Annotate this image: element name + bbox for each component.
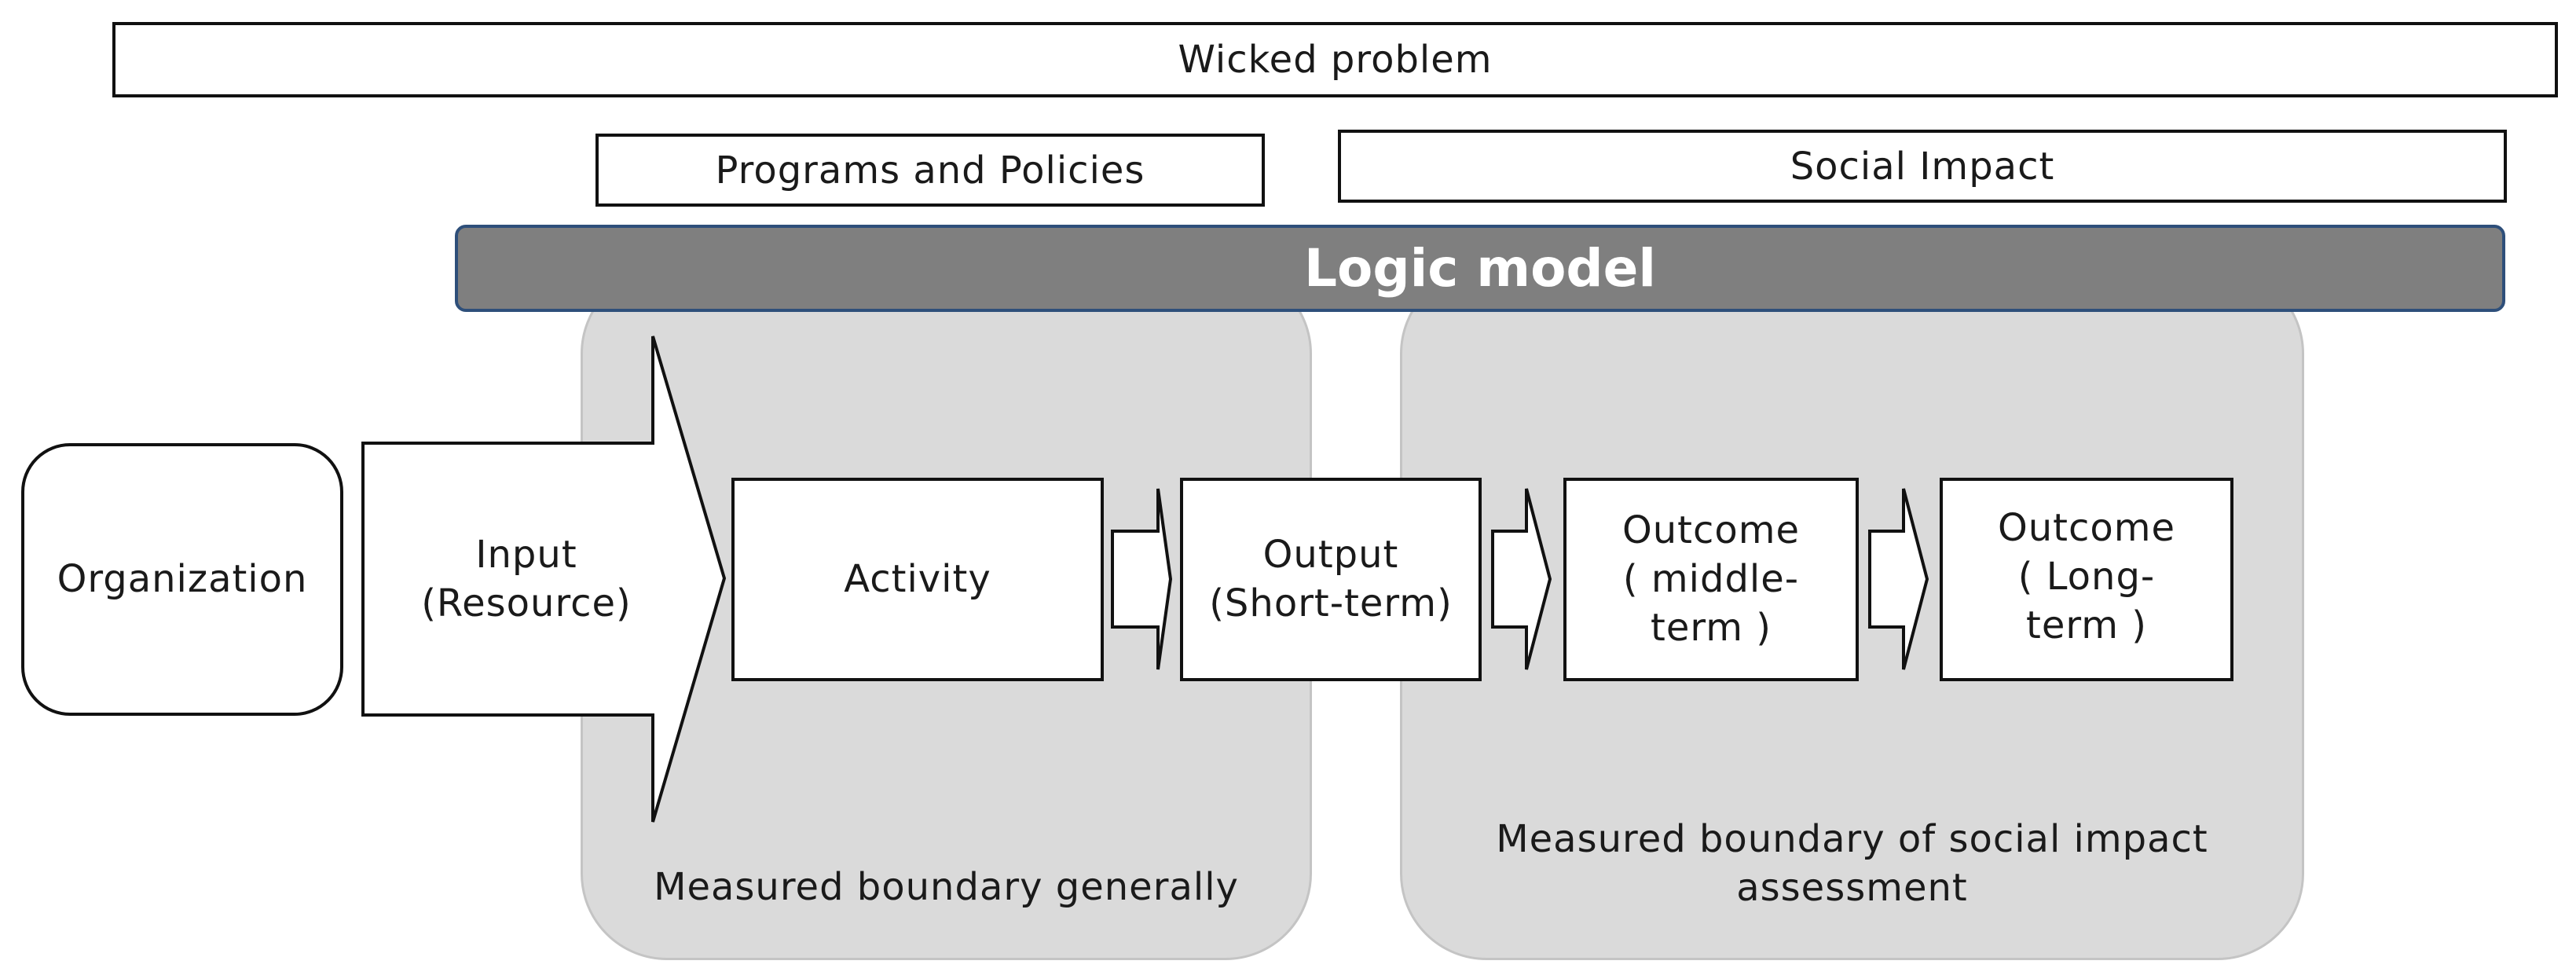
activity-label: Activity	[844, 557, 991, 601]
outcome-long-label-1: Outcome	[1997, 506, 2176, 550]
logic-model-label: Logic model	[1303, 238, 1657, 299]
wicked-problem-box: Wicked problem	[112, 22, 2558, 97]
outcome-middle-label-1: Outcome	[1621, 508, 1801, 552]
measured-boundary-general-label: Measured boundary generally	[654, 865, 1239, 909]
outcome-middle-box-shape	[1563, 478, 1859, 681]
input-label: Input	[475, 533, 577, 577]
outcome-long-box: Outcome ( Long- term )	[1941, 504, 2232, 650]
organization-box: Organization	[23, 555, 342, 603]
measured-boundary-social-impact-label: Measured boundary of social impact asses…	[1496, 817, 2208, 910]
organization-label: Organization	[57, 557, 308, 601]
output-box-shape	[1180, 478, 1482, 681]
outcome-long-label-3: term )	[2026, 603, 2147, 647]
programs-and-policies-label: Programs and Policies	[715, 148, 1145, 192]
outcome-long-box-shape	[1940, 478, 2233, 681]
output-short-term-label: (Short-term)	[1209, 581, 1453, 625]
social-impact-label: Social Impact	[1790, 144, 2055, 189]
organization-box-shape	[21, 443, 343, 716]
outcome-middle-box: Outcome ( middle- term )	[1565, 506, 1857, 652]
social-impact-box: Social Impact	[1338, 130, 2507, 203]
output-box: Output (Short-term)	[1182, 530, 1480, 628]
input-arrow-shape	[361, 336, 727, 823]
programs-and-policies-box: Programs and Policies	[595, 134, 1265, 207]
arrow-activity-to-output	[1111, 488, 1173, 670]
arrow-output-to-outcome-middle	[1491, 488, 1552, 670]
outcome-middle-label-3: term )	[1651, 606, 1772, 650]
input-resource-label: (Resource)	[421, 581, 632, 625]
logic-model-bar: Logic model	[455, 225, 2505, 312]
output-label: Output	[1262, 533, 1399, 577]
input-arrow: Input (Resource)	[377, 530, 676, 628]
outcome-middle-label-2: ( middle-	[1622, 557, 1800, 601]
outcome-long-label-2: ( Long-	[2017, 555, 2156, 599]
activity-box: Activity	[733, 555, 1102, 603]
wicked-problem-label: Wicked problem	[1178, 38, 1493, 82]
activity-box-shape	[731, 478, 1104, 681]
arrow-outcome-middle-to-long	[1868, 488, 1929, 670]
